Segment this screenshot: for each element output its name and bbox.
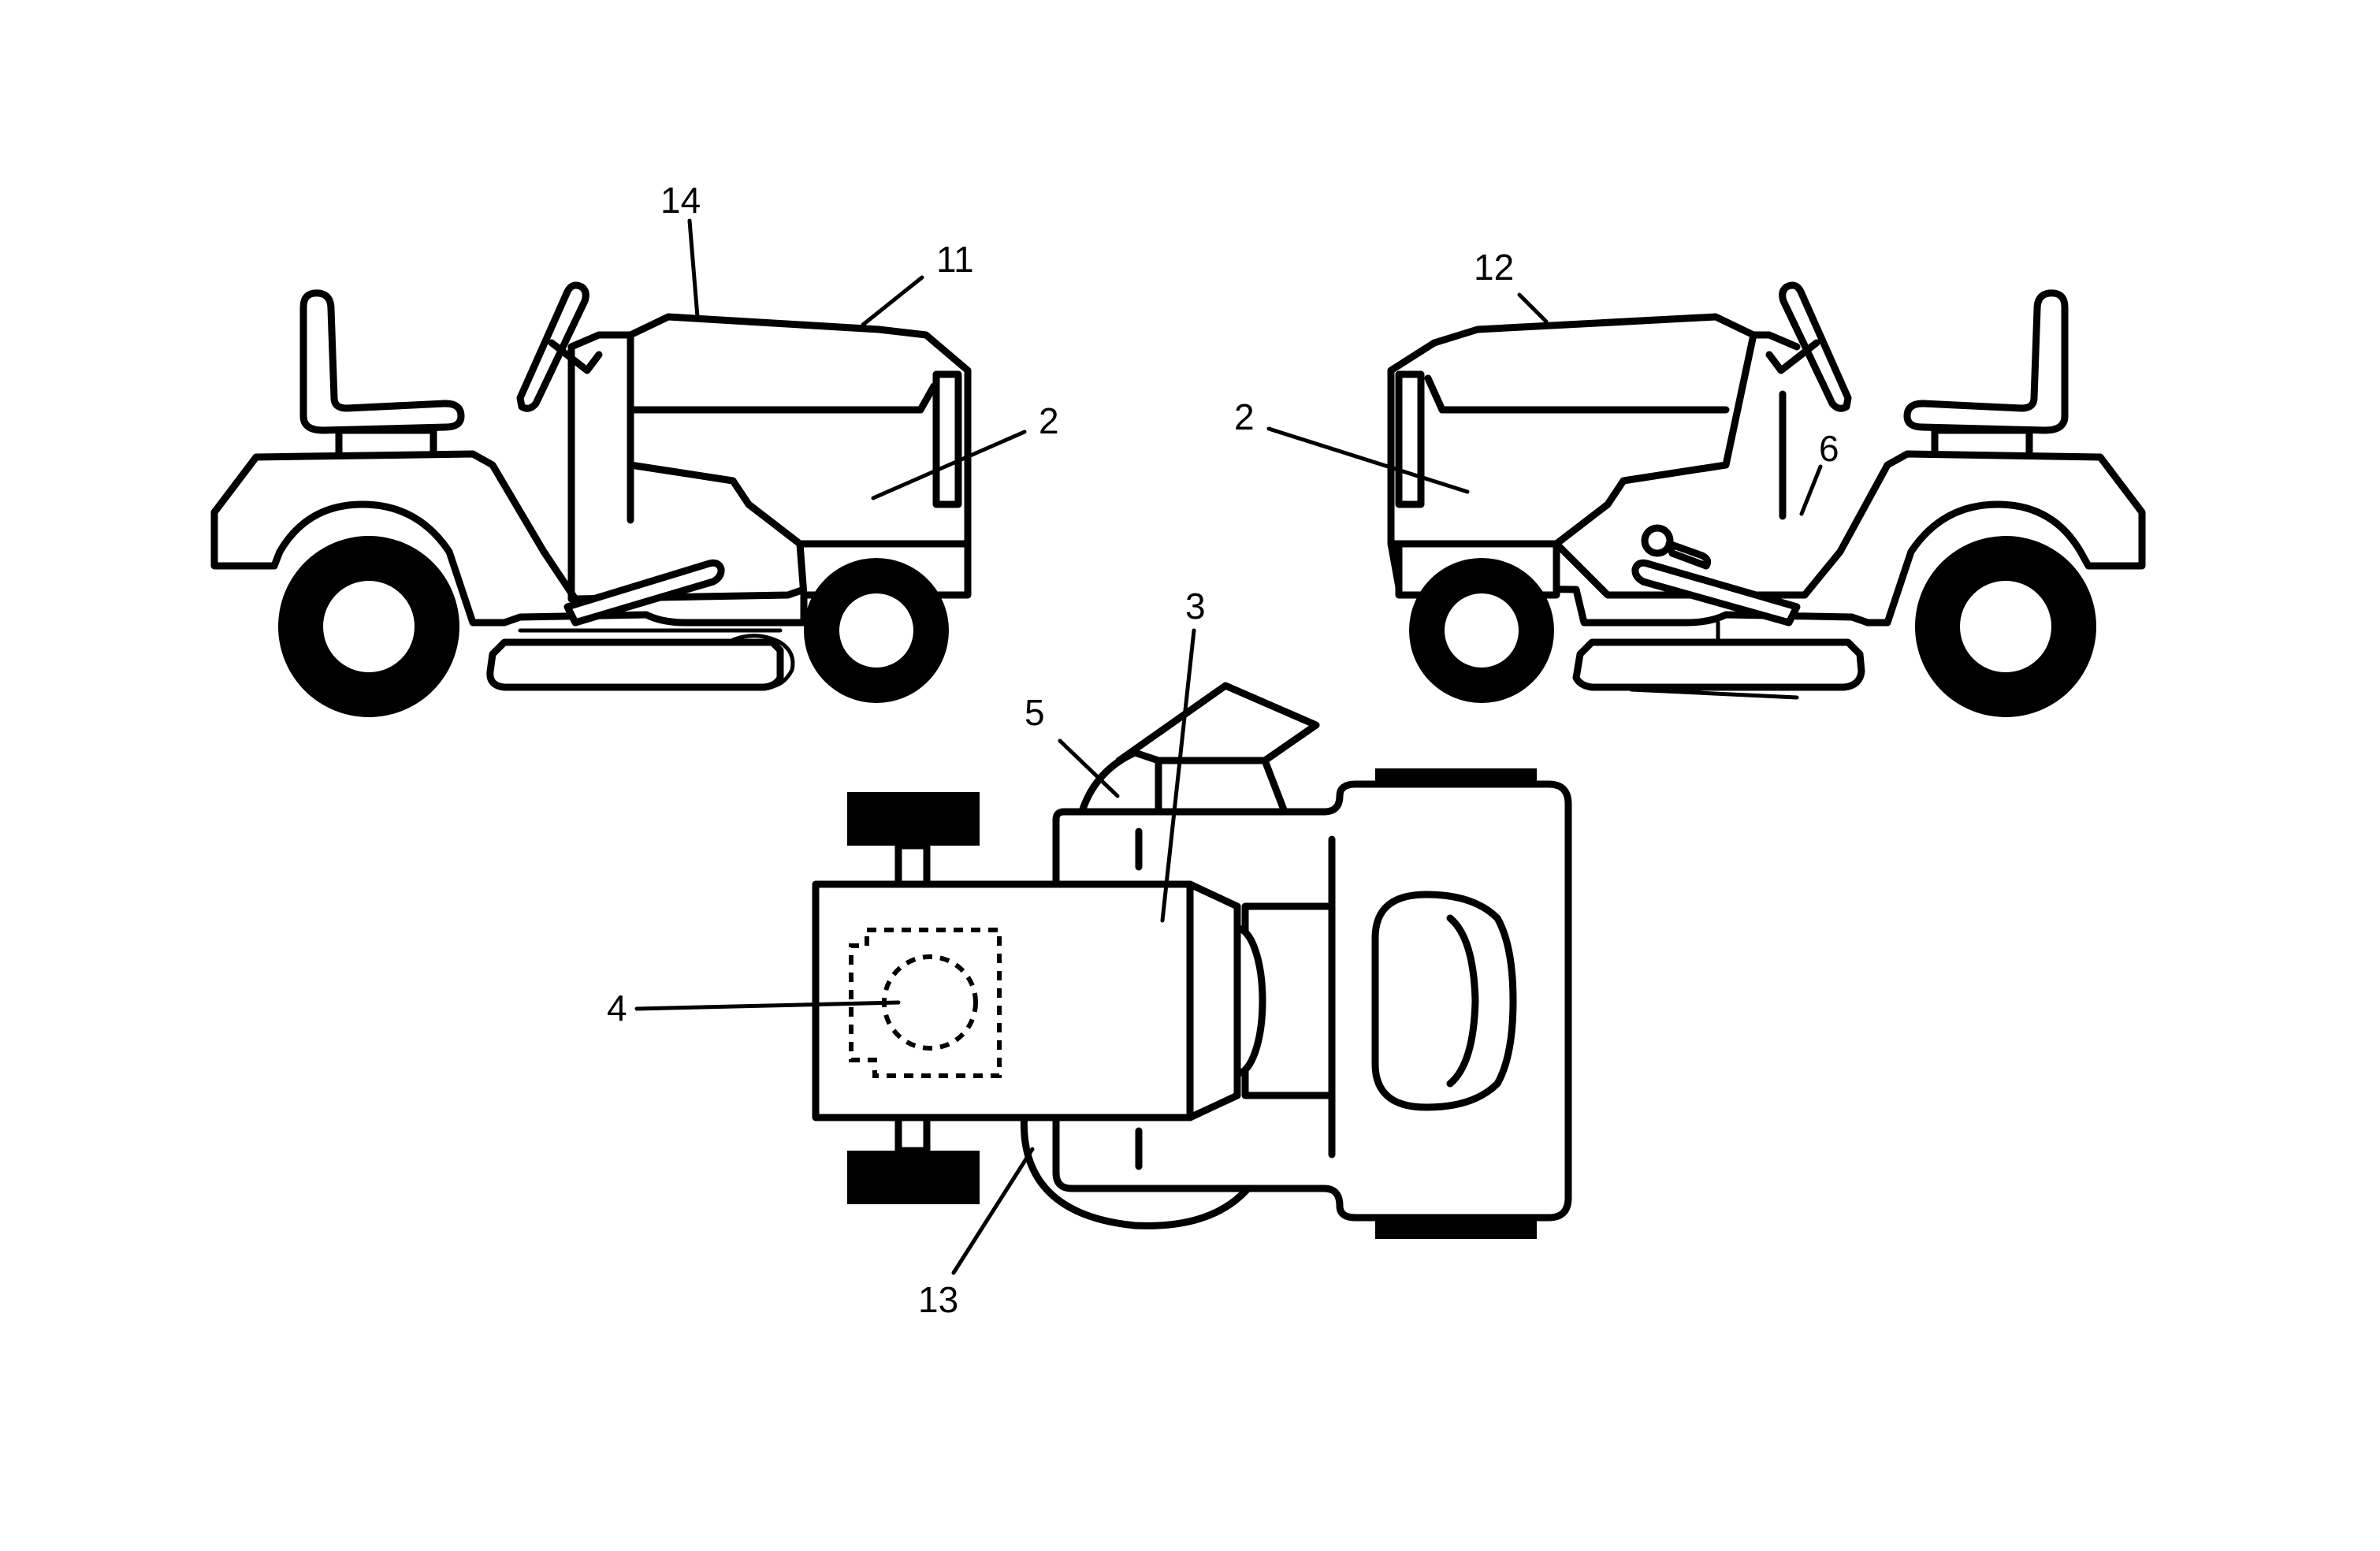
hood-left — [627, 313, 972, 548]
mower-deck-right — [1572, 638, 1865, 691]
right-side-mower-view — [1387, 281, 2146, 717]
callout-left-11: 11 — [936, 239, 974, 280]
seat-icon-right — [1903, 289, 2069, 434]
hood-right — [1387, 313, 1757, 548]
callout-right-6: 6 — [1819, 428, 1839, 469]
callout-top-4: 4 — [607, 988, 627, 1028]
callout-top-3: 3 — [1185, 586, 1206, 627]
callout-leaders — [634, 218, 1823, 1275]
callout-right-12: 12 — [1474, 247, 1514, 288]
top-rear-wheel-top — [847, 792, 980, 846]
callout-labels: 14 11 2 12 2 6 3 5 4 13 — [607, 180, 1839, 1320]
callout-top-13: 13 — [918, 1279, 958, 1320]
left-side-mower-view — [210, 281, 972, 717]
callout-right-2: 2 — [1234, 396, 1255, 437]
top-rear-wheel-bottom — [847, 1151, 980, 1204]
mower-deck-left — [486, 638, 784, 691]
top-hood — [812, 880, 1241, 1121]
top-mower-view — [812, 682, 1572, 1239]
engine-outline — [849, 928, 1002, 1078]
seat-icon — [299, 289, 465, 434]
callout-left-14: 14 — [660, 180, 701, 221]
callout-top-5: 5 — [1025, 692, 1045, 733]
top-seat-icon — [1371, 891, 1517, 1111]
rear-fender — [210, 450, 808, 627]
callout-left-2: 2 — [1039, 400, 1059, 441]
